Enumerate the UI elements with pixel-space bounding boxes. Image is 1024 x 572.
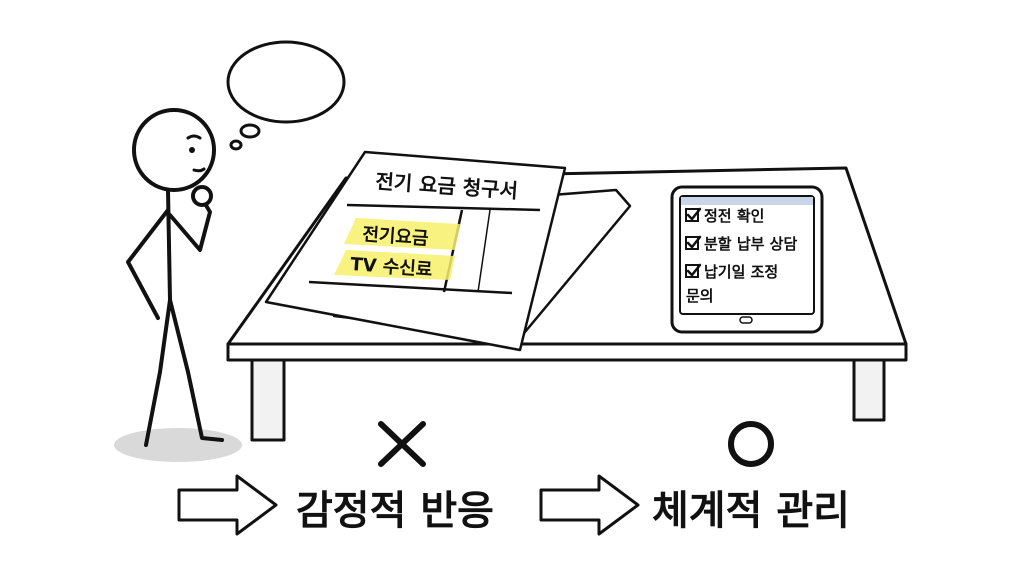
checklist-checkmarks [686, 207, 702, 277]
figure-leg-right [168, 298, 224, 442]
label-systematic-management: 체계적 관리 [652, 488, 850, 534]
checklist-checkboxes [685, 208, 699, 278]
checklist-item-2: 분할 납부 상담 [704, 235, 797, 253]
bill-papers [264, 150, 632, 352]
checklist-item-3: 납기일 조정 [704, 263, 778, 281]
thought-bubble [226, 40, 346, 151]
tablet-screen [679, 195, 815, 315]
wrong-mark-icon [378, 421, 426, 467]
arrow-right-icon [539, 474, 640, 536]
checklist-item-1: 정전 확인 [704, 207, 764, 225]
tablet [670, 185, 824, 334]
figure-torso [166, 188, 172, 302]
table-leg-left [250, 358, 286, 442]
arrow-left-icon [177, 474, 278, 536]
tablet-header-bar [681, 197, 813, 205]
bill-item-electricity: 전기요금 [362, 224, 430, 250]
checklist-item-3-cont: 문의 [686, 287, 714, 305]
correct-mark-icon [728, 421, 774, 467]
table-leg-right [852, 358, 886, 422]
table-edge [226, 342, 908, 362]
paper-front [264, 150, 567, 352]
figure-leg-left [144, 298, 172, 447]
tablet-home-button [739, 316, 753, 324]
label-emotional-reaction: 감정적 반응 [296, 488, 494, 534]
stick-figure [114, 108, 242, 462]
figure-head [132, 108, 216, 192]
figure-arm-hip [126, 208, 170, 320]
figure-shadow [114, 428, 242, 462]
